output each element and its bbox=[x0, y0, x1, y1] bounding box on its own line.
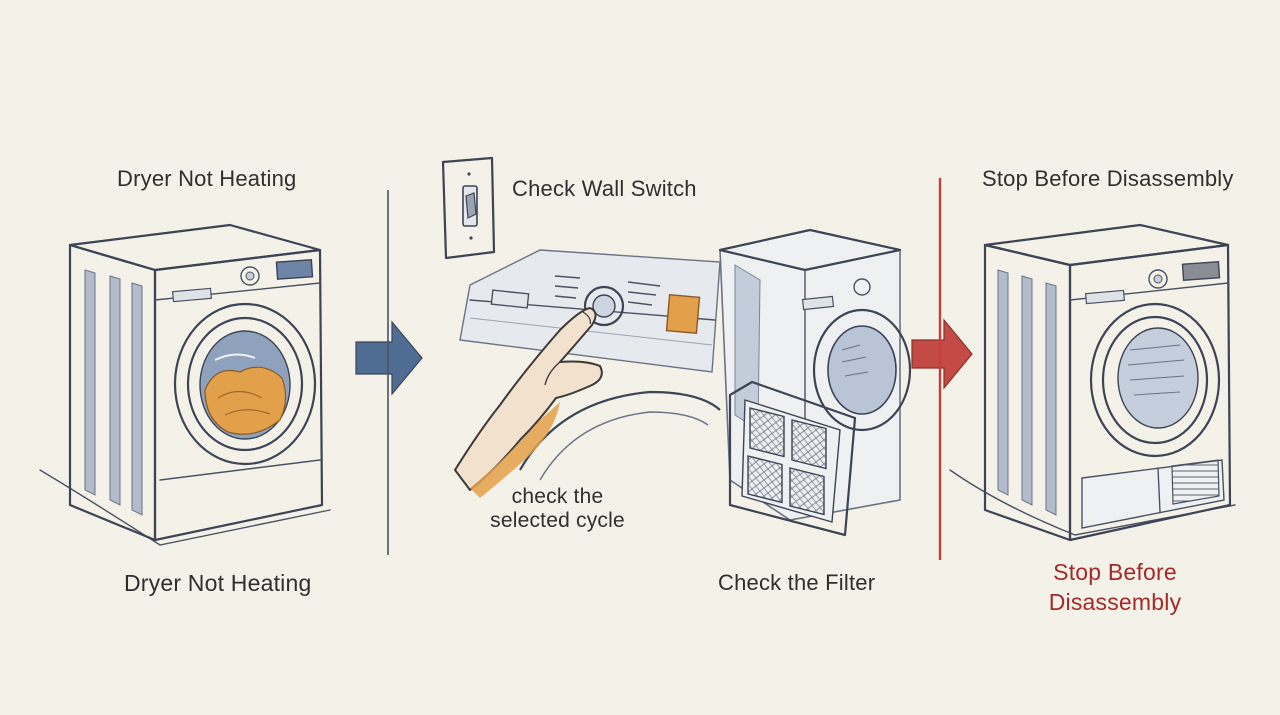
left-panel-caption: Dryer Not Heating bbox=[124, 570, 312, 596]
middle-panel-caption: Check the Filter bbox=[718, 570, 876, 595]
cycle-note: check the selected cycle bbox=[480, 485, 635, 533]
right-caption-line-2: Disassembly bbox=[1048, 589, 1182, 615]
arrow-right-icon bbox=[355, 320, 423, 396]
right-panel-caption: Stop Before Disassembly bbox=[1030, 557, 1200, 617]
right-panel-title: Stop Before Disassembly bbox=[982, 166, 1234, 191]
left-panel-title: Dryer Not Heating bbox=[117, 166, 297, 191]
hand-icon bbox=[454, 307, 603, 498]
middle-panel-title: Check Wall Switch bbox=[512, 176, 697, 201]
dryer-icon bbox=[949, 223, 1236, 542]
cycle-note-line-2: selected cycle bbox=[490, 509, 625, 532]
lint-filter-icon bbox=[728, 380, 857, 537]
wall-switch-icon bbox=[441, 156, 496, 260]
cycle-note-line-1: check the bbox=[511, 485, 604, 508]
dryer-icon bbox=[39, 223, 331, 546]
arrow-right-icon bbox=[911, 318, 973, 390]
right-caption-line-1: Stop Before bbox=[1053, 559, 1177, 585]
